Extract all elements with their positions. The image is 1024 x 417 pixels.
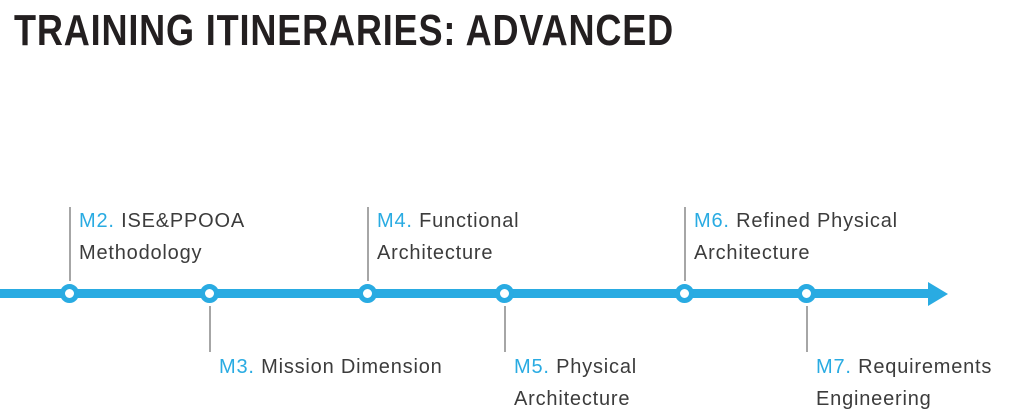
node-label: M5. Physical Architecture <box>514 351 637 415</box>
node-label-line1: M6. Refined Physical <box>694 205 898 237</box>
node-label-prefix: M2. <box>79 210 115 232</box>
node-label-line2: Architecture <box>694 242 811 264</box>
timeline-line <box>0 289 930 298</box>
node-label-line2: Engineering <box>816 388 932 410</box>
node-dot <box>675 284 694 303</box>
node-label-prefix: M3. <box>219 356 255 378</box>
node-stem <box>806 306 808 352</box>
node-label-text: Functional <box>419 210 520 232</box>
node-label: M4. Functional Architecture <box>377 205 519 269</box>
node-label: M7. Requirements Engineering <box>816 351 992 415</box>
node-dot <box>495 284 514 303</box>
node-stem <box>367 207 369 281</box>
node-dot <box>797 284 816 303</box>
node-dot <box>60 284 79 303</box>
node-label-text: Physical <box>556 356 637 378</box>
node-label-text: Mission Dimension <box>261 356 443 378</box>
node-label: M2. ISE&PPOOA Methodology <box>79 205 245 269</box>
node-label: M3. Mission Dimension <box>219 351 443 383</box>
node-label-prefix: M5. <box>514 356 550 378</box>
node-stem <box>504 306 506 352</box>
node-label-line1: M5. Physical <box>514 351 637 383</box>
node-label-line2: Architecture <box>514 388 631 410</box>
node-label-text: ISE&PPOOA <box>121 210 246 232</box>
arrow-right-icon <box>928 282 948 306</box>
node-label-line2: Methodology <box>79 242 203 264</box>
node-dot <box>200 284 219 303</box>
node-label-prefix: M6. <box>694 210 730 232</box>
node-label-prefix: M4. <box>377 210 413 232</box>
node-label-line1: M4. Functional <box>377 205 519 237</box>
node-label-line1: M2. ISE&PPOOA <box>79 205 245 237</box>
node-label-text: Requirements <box>858 356 993 378</box>
node-label-text: Refined Physical <box>736 210 898 232</box>
page-title: TRAINING ITINERARIES: ADVANCED <box>14 6 675 55</box>
node-stem <box>684 207 686 281</box>
node-label-line1: M7. Requirements <box>816 351 992 383</box>
node-label-prefix: M7. <box>816 356 852 378</box>
node-label-line1: M3. Mission Dimension <box>219 351 443 383</box>
node-dot <box>358 284 377 303</box>
node-label: M6. Refined Physical Architecture <box>694 205 898 269</box>
node-stem <box>69 207 71 281</box>
node-stem <box>209 306 211 352</box>
node-label-line2: Architecture <box>377 242 494 264</box>
